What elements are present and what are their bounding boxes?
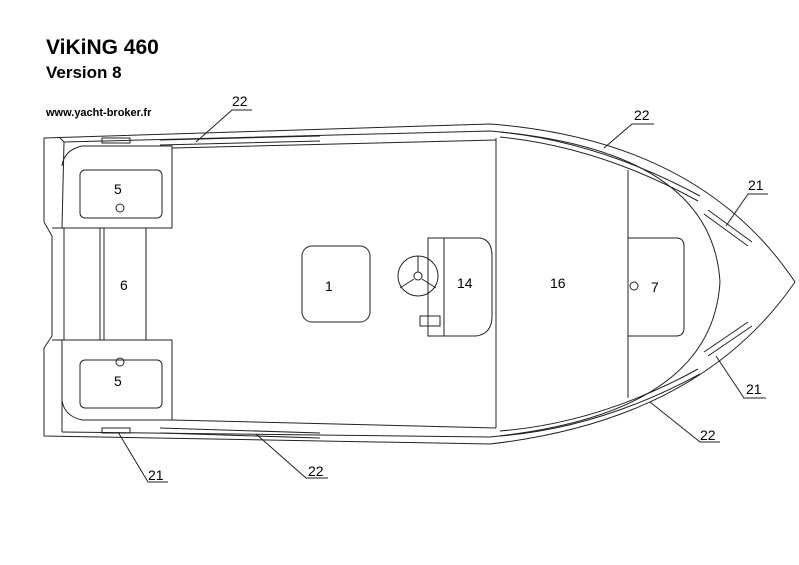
callout-3: 21: [748, 177, 764, 193]
label-deck-hatch: 1: [325, 278, 333, 294]
bench-top-frame: [61, 145, 173, 229]
bow-locker: [628, 237, 685, 337]
bench-bottom-hole: [115, 357, 125, 367]
callout-leader-6: [255, 433, 328, 479]
callout-leader-5: [649, 401, 720, 443]
callout-leader-2: [603, 123, 654, 149]
diagram-title: ViKiNG 460: [46, 36, 159, 59]
callout-2: 22: [634, 107, 650, 123]
label-console: 14: [457, 275, 473, 291]
label-transom-seat: 6: [120, 277, 128, 293]
label-bench-bottom: 5: [114, 373, 122, 389]
rub-strip-top-aft: [159, 135, 321, 146]
transom-well: [52, 227, 101, 341]
bench-top-hole: [115, 203, 125, 213]
bow-locker-hole: [629, 281, 639, 291]
cockpit-deck: [171, 139, 497, 429]
deck-hatch: [301, 245, 371, 323]
callout-5: 22: [700, 427, 716, 443]
bench-bottom-frame: [61, 339, 173, 421]
steering-spokes: [399, 256, 437, 289]
gunwale-inner: [59, 130, 721, 438]
cleat-top-left: [101, 137, 131, 144]
transom-seat: [103, 227, 147, 341]
rub-strip-bottom-aft: [159, 427, 321, 439]
rub-strip-top-fwd: [499, 131, 701, 202]
label-seat-area: 16: [550, 275, 566, 291]
label-bench-top: 5: [114, 181, 122, 197]
label-bow-locker: 7: [651, 279, 659, 295]
steering-hub: [413, 271, 423, 281]
callout-leader-1: [195, 109, 252, 143]
website-url: www.yacht-broker.fr: [46, 107, 152, 119]
rub-strip-bottom-fwd: [499, 368, 701, 437]
bench-bottom-lid: [79, 359, 163, 409]
cleat-top-right: [703, 209, 753, 247]
callout-leader-3: [725, 193, 768, 227]
console-outline: [427, 237, 493, 337]
cleat-bottom-right: [703, 321, 753, 357]
callout-7: 21: [148, 467, 164, 483]
callout-1: 22: [232, 93, 248, 109]
callout-leader-4: [715, 355, 766, 399]
callout-6: 22: [308, 463, 324, 479]
callout-leader-7: [117, 431, 168, 483]
callout-4: 21: [746, 381, 762, 397]
throttle-control: [419, 310, 441, 327]
cleat-bottom-left: [101, 427, 131, 434]
diagram-subtitle: Version 8: [46, 63, 122, 82]
hull-outline: [43, 123, 796, 445]
bench-top-lid: [79, 169, 163, 219]
